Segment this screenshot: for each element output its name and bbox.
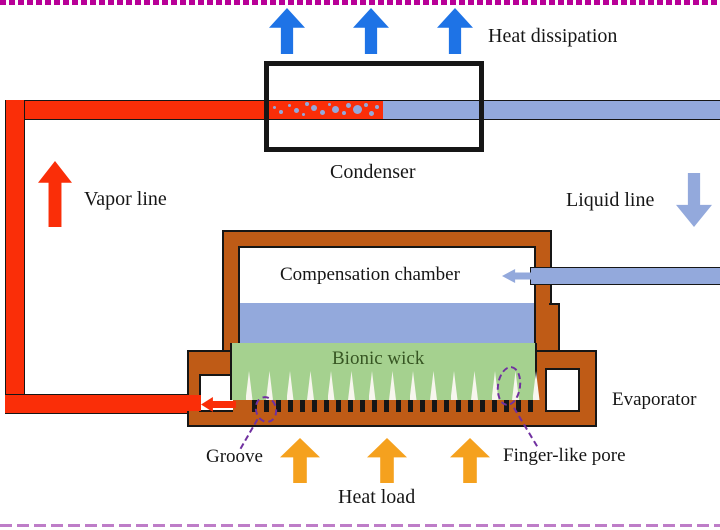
liquid-line-arrow-icon	[676, 173, 712, 227]
liquid-pipe-return	[530, 267, 720, 285]
heat-load-arrow-icon	[450, 438, 490, 483]
condensing-bubble	[345, 102, 351, 108]
bionic-wick-label: Bionic wick	[332, 348, 425, 369]
condensing-bubble	[368, 110, 374, 116]
finger-like-pore	[286, 371, 294, 400]
condensing-bubble	[287, 103, 291, 107]
heat-dissipation-arrow-icon	[437, 8, 473, 54]
condensing-bubble	[311, 105, 317, 111]
finger-like-pore	[409, 371, 417, 400]
condensing-bubble	[293, 107, 299, 113]
finger-like-pore	[430, 371, 437, 400]
heat-dissipation-label: Heat dissipation	[488, 25, 618, 47]
vapor-line-label: Vapor line	[84, 188, 167, 210]
liquid-layer	[240, 303, 534, 343]
liquid-inlet-arrow-icon	[502, 269, 543, 283]
heat-dissipation-arrow-icon	[269, 8, 305, 54]
top-dashed-border	[0, 0, 720, 5]
finger-like-pore	[266, 371, 273, 400]
condensing-bubble	[364, 103, 368, 107]
condensing-bubble	[279, 110, 283, 114]
bottom-dashed-border	[0, 524, 720, 527]
finger-like-pore	[532, 371, 540, 400]
finger-like-pore	[450, 371, 458, 400]
vapor-pipe-bottom	[5, 394, 199, 414]
vapor-pipe-left	[5, 100, 25, 412]
liquid-pipe-top	[383, 100, 720, 120]
finger-like-pore	[471, 371, 478, 400]
heat-load-arrow-icon	[367, 438, 407, 483]
finger-like-pore	[307, 371, 314, 400]
condenser-frame	[264, 61, 484, 152]
condensing-bubble	[375, 105, 379, 109]
condensing-bubble	[327, 102, 331, 106]
condensing-bubble	[272, 105, 276, 109]
finger-like-pore	[348, 371, 355, 400]
heat-load-arrow-icon	[280, 438, 320, 483]
vapor-outlet	[187, 395, 201, 411]
vapor-line-arrow-icon	[38, 161, 72, 227]
vapor-channel-right	[545, 368, 580, 412]
condensing-bubble	[305, 102, 309, 106]
groove-label: Groove	[206, 446, 263, 467]
heat-load-label: Heat load	[338, 486, 416, 508]
condensing-bubble	[352, 104, 362, 114]
finger-like-pore	[245, 371, 253, 400]
evaporator-label: Evaporator	[612, 389, 697, 410]
finger-like-pore	[327, 371, 335, 400]
finger-like-pore	[491, 371, 499, 400]
finger-like-pore	[512, 371, 519, 400]
finger-like-pore	[389, 371, 396, 400]
evaporator-right-step	[549, 303, 560, 353]
condensing-bubble	[342, 111, 346, 115]
finger-like-pore	[368, 371, 376, 400]
compensation-chamber-label: Compensation chamber	[280, 264, 460, 285]
heat-dissipation-arrow-icon	[353, 8, 389, 54]
groove-comb	[245, 400, 537, 412]
condensing-bubble	[331, 105, 339, 113]
condenser-label: Condenser	[330, 161, 416, 183]
condensing-bubble	[301, 112, 305, 116]
condensing-bubble	[319, 109, 325, 115]
liquid-line-label: Liquid line	[566, 189, 655, 211]
finger-like-pore-label: Finger-like pore	[503, 445, 626, 466]
